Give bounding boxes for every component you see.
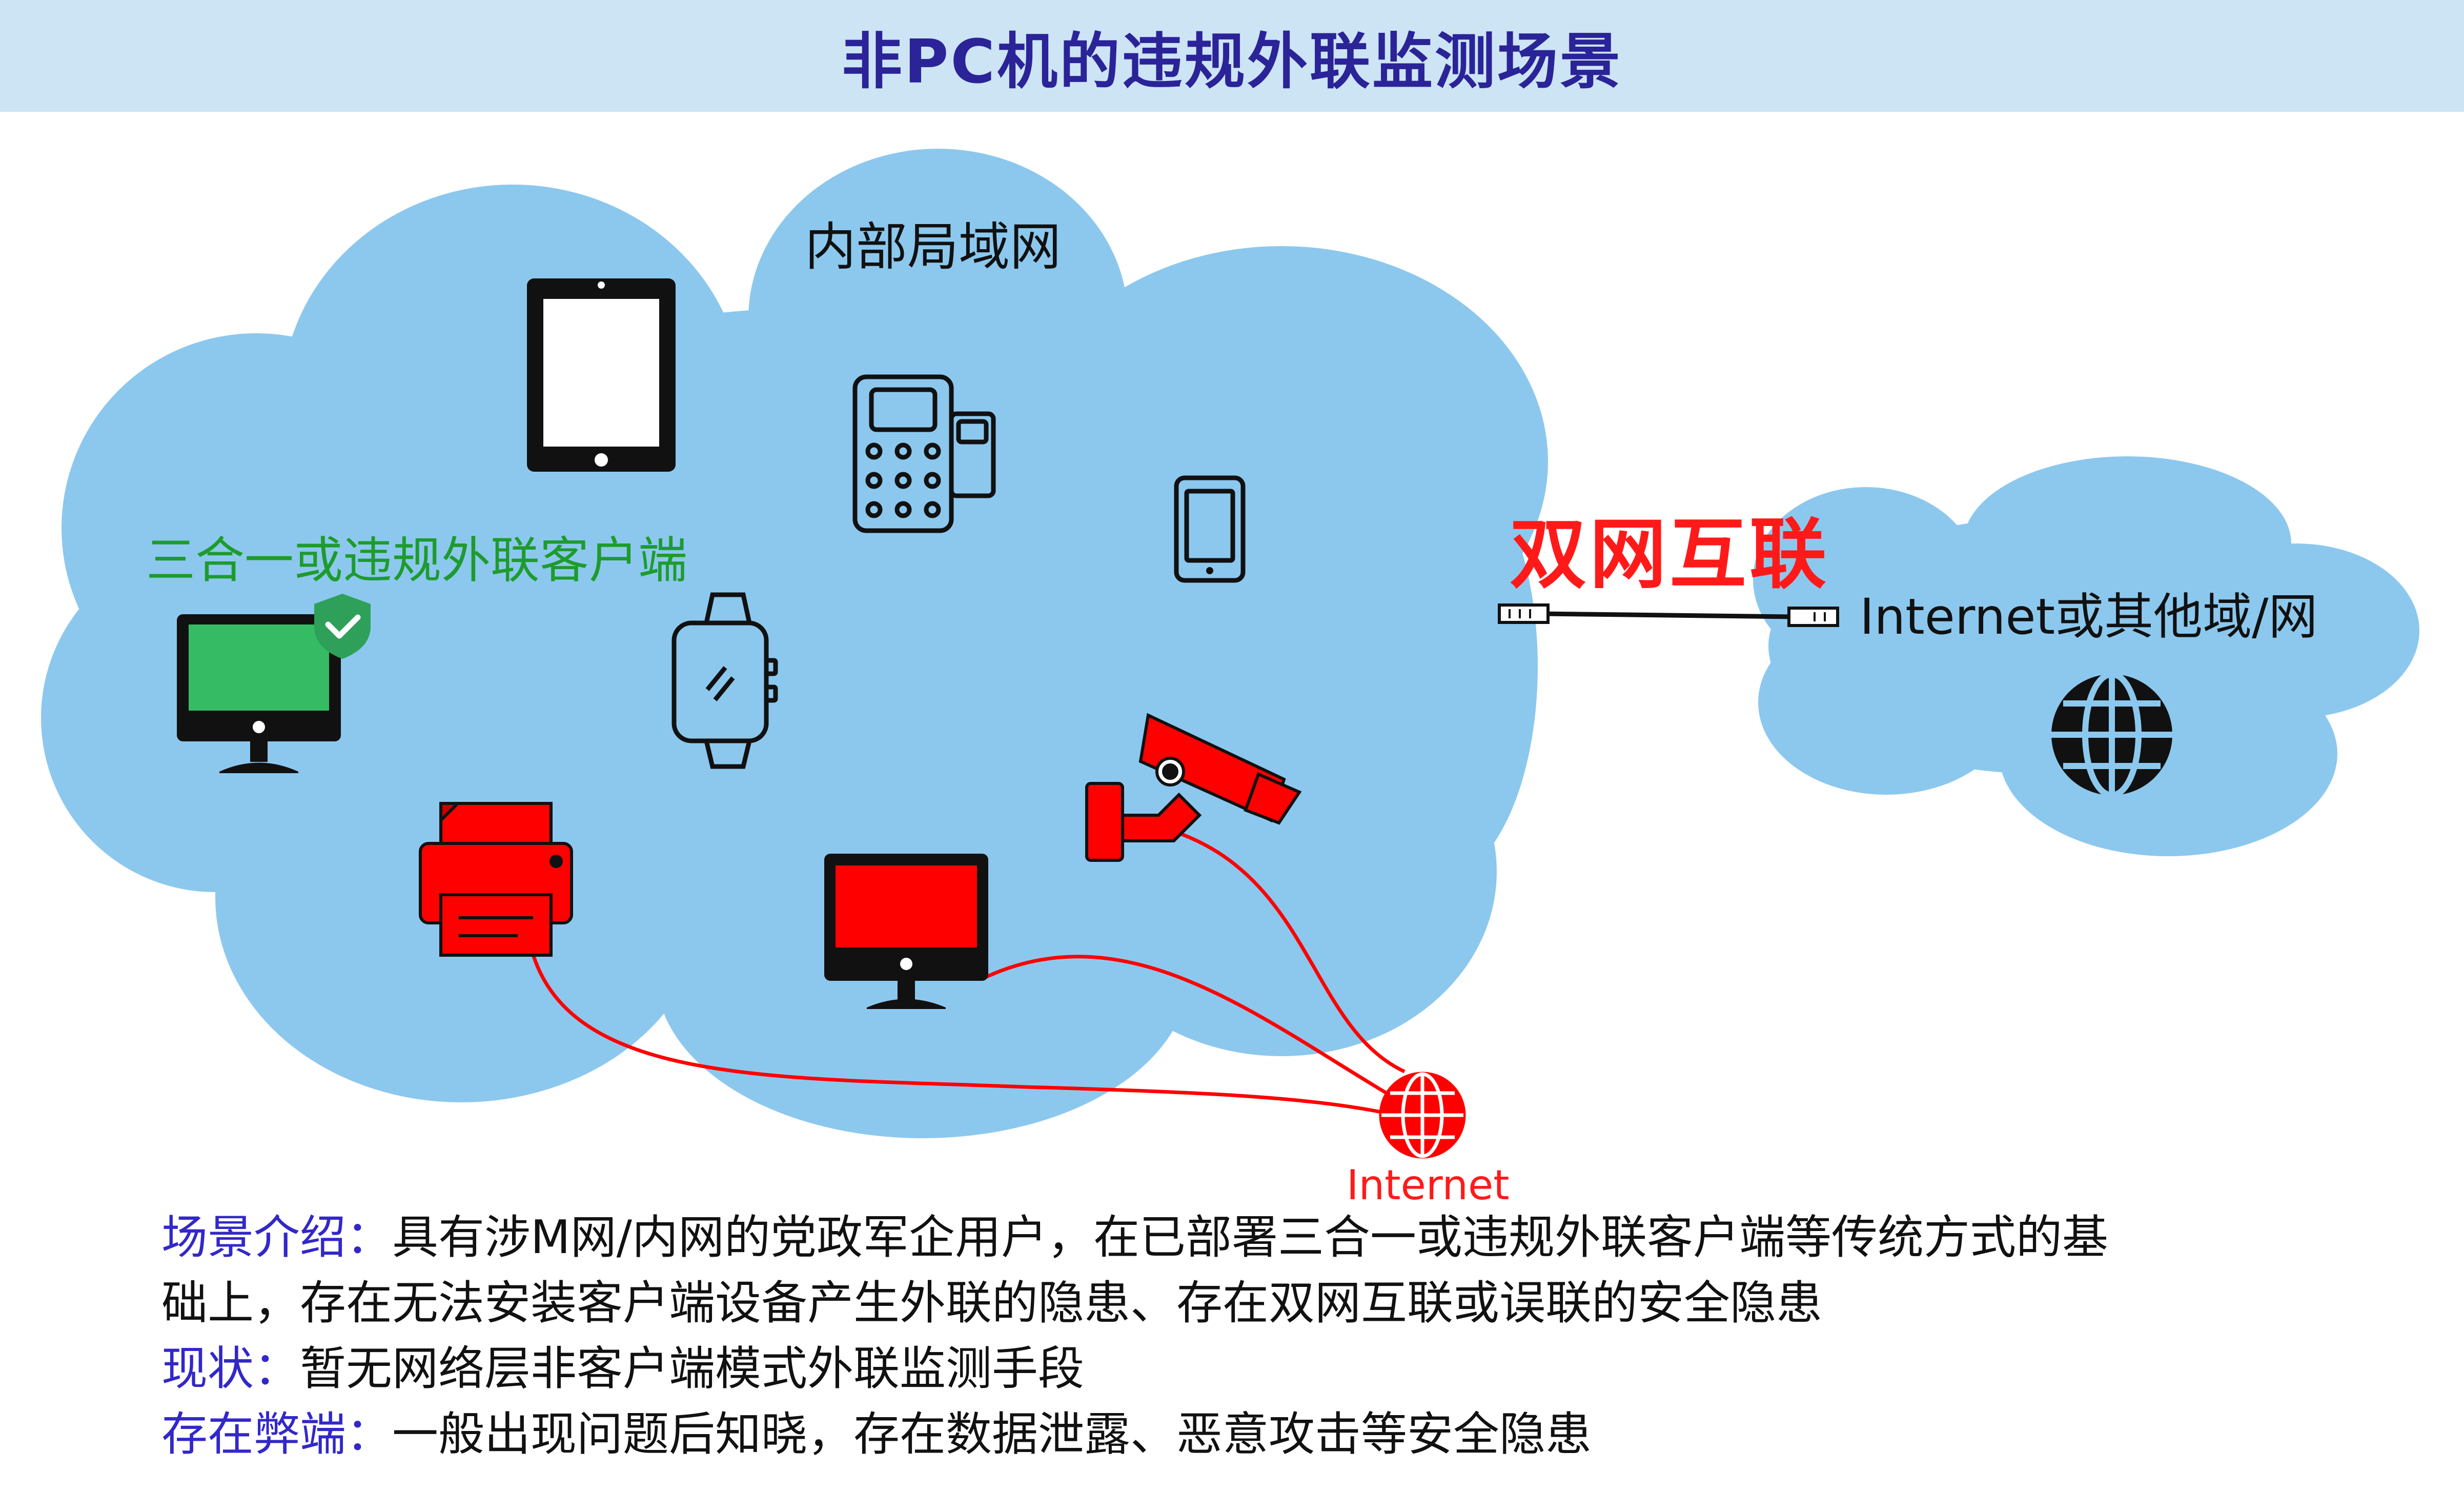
dual-link-label: 双网互联 — [1510, 510, 1830, 599]
drawback-line: 存在弊端：一般出现问题后知晓，存在数据泄露、恶意攻击等安全隐患 — [161, 1402, 2417, 1467]
internet-cloud — [1753, 456, 2419, 856]
status-key: 现状： — [161, 1342, 300, 1396]
client-label: 三合一或违规外联客户端 — [146, 532, 687, 589]
intro-line-2: 础上，存在无法安装客户端设备产生外联的隐患、存在双网互联或误联的安全隐患 — [161, 1271, 2417, 1336]
drawback-key: 存在弊端： — [161, 1407, 392, 1461]
client-monitor-icon — [177, 614, 341, 773]
violation-monitor-icon — [824, 854, 988, 1009]
network-cable-icon — [1498, 603, 1839, 627]
violation-wires — [526, 826, 1406, 1115]
smartwatch-icon — [671, 592, 778, 769]
intro-text-1: 具有涉M网/内网的党政军企用户，在已部署三合一或违规外联客户端等传统方式的基 — [392, 1211, 2108, 1264]
external-network-label: Internet或其他域/网 — [1860, 588, 2318, 646]
title-bar: 非PC机的违规外联监测场景 — [0, 0, 2464, 112]
smartphone-icon — [1174, 475, 1246, 583]
printer-icon — [419, 802, 573, 957]
status-text: 暂无网络层非客户端模式外联监测手段 — [300, 1342, 1084, 1396]
pos-terminal-icon — [852, 374, 996, 533]
globe-icon — [2051, 671, 2172, 798]
security-camera-icon — [1085, 713, 1302, 862]
status-line: 现状：暂无网络层非客户端模式外联监测手段 — [161, 1336, 2417, 1402]
internet-globe-red-icon — [1379, 1072, 1466, 1159]
intro-text-2: 础上，存在无法安装客户端设备产生外联的隐患、存在双网互联或误联的安全隐患 — [161, 1276, 1822, 1330]
intro-line-1: 场景介绍：具有涉M网/内网的党政军企用户，在已部署三合一或违规外联客户端等传统方… — [161, 1205, 2417, 1271]
lan-label: 内部局域网 — [805, 217, 1061, 277]
intro-key: 场景介绍： — [161, 1211, 392, 1264]
page-title: 非PC机的违规外联监测场景 — [841, 26, 1623, 97]
description-block: 场景介绍：具有涉M网/内网的党政军企用户，在已部署三合一或违规外联客户端等传统方… — [161, 1205, 2417, 1467]
tablet-icon — [527, 278, 676, 472]
internet-label: Internet — [1347, 1161, 1510, 1209]
drawback-text: 一般出现问题后知晓，存在数据泄露、恶意攻击等安全隐患 — [392, 1407, 1592, 1461]
shield-check-icon — [314, 594, 371, 659]
